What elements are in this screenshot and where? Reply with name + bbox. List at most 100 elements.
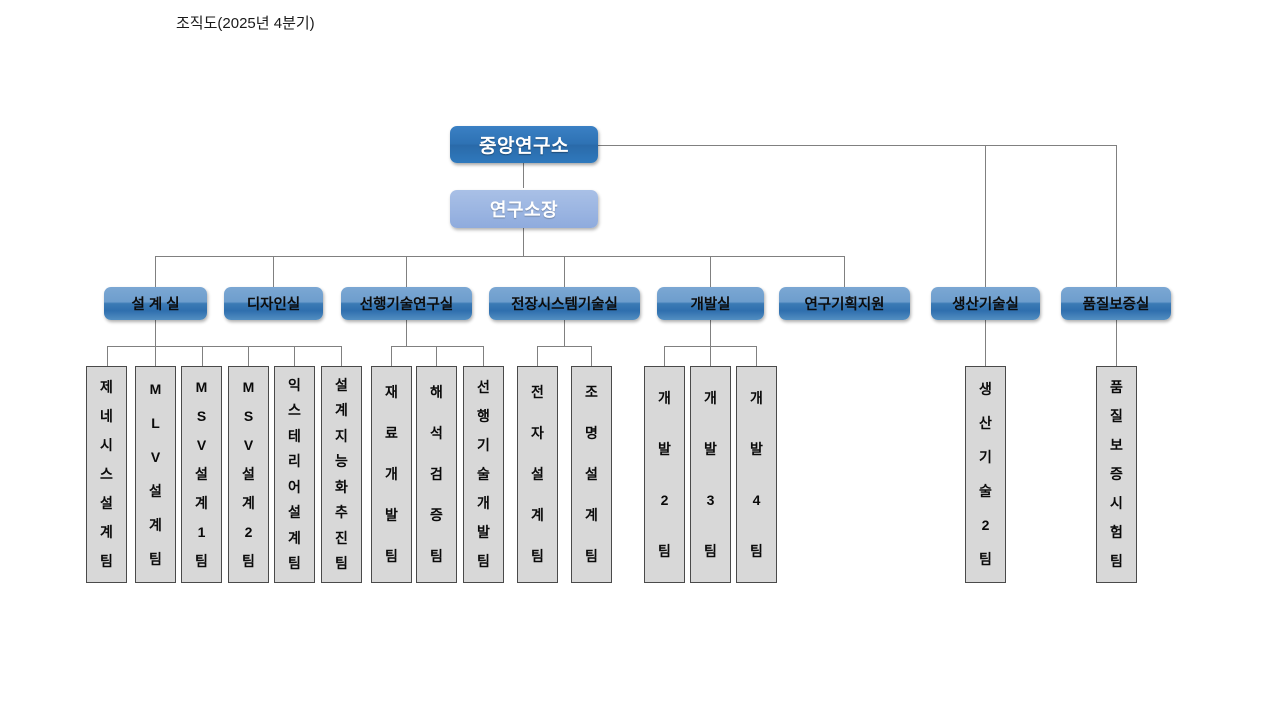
connector-quality-stem [1116, 320, 1117, 366]
node-dept-devlab[interactable]: 개발실 [657, 287, 764, 320]
team-label-char: 1 [197, 524, 206, 541]
team-label-char: 지 [335, 427, 348, 444]
team-label-char: 팀 [585, 547, 598, 564]
team-label-char: 팀 [385, 547, 398, 564]
node-dept-advtech[interactable]: 선행기술연구실 [341, 287, 472, 320]
connector-elecsys-leg-1 [537, 346, 538, 366]
node-dept-design[interactable]: 설 계 실 [104, 287, 207, 320]
team-label-char: 험 [1110, 524, 1123, 541]
team-label-char: 스 [100, 465, 113, 482]
team-label-char: 개 [750, 389, 763, 406]
connector-dept-leg-devlab [710, 256, 711, 287]
team-label-char: 계 [100, 524, 113, 541]
team-label-char: 검 [430, 465, 443, 482]
connector-design-leg-5 [294, 346, 295, 366]
team-label-char: 해 [430, 384, 443, 401]
connector-head-to-deptbus [523, 228, 524, 256]
team-label-char: 석 [430, 425, 443, 442]
team-label-char: 발 [658, 440, 671, 457]
node-dept-designlab[interactable]: 디자인실 [224, 287, 323, 320]
connector-design-leg-6 [341, 346, 342, 366]
team-label-char: 팀 [149, 551, 162, 567]
connector-design-leg-4 [248, 346, 249, 366]
team-label-char: V [243, 436, 254, 453]
team-label-char: 팀 [979, 551, 992, 567]
team-label-char: V [150, 449, 161, 465]
connector-root-to-head [523, 163, 524, 188]
connector-planning-bus [710, 256, 844, 257]
team-label-char: 팀 [658, 542, 671, 559]
team-label-char: 화 [335, 478, 348, 495]
team-label-char: 설 [335, 376, 348, 393]
team-label-char: 개 [658, 389, 671, 406]
connector-design-leg-3 [202, 346, 203, 366]
connector-devlab-stem [710, 320, 711, 346]
connector-devlab-leg-3 [756, 346, 757, 366]
team-label-char: 개 [477, 495, 490, 512]
team-label-char: 진 [335, 529, 348, 546]
team-label-char: 팀 [750, 542, 763, 559]
team-label-char: 어 [288, 478, 301, 495]
team-label-char: 발 [385, 506, 398, 523]
team-label-char: 증 [430, 506, 443, 523]
node-dept-planning[interactable]: 연구기획지원 [779, 287, 910, 320]
node-head-director[interactable]: 연구소장 [450, 190, 598, 228]
team-label-char: 보 [1110, 436, 1123, 453]
team-label-char: 개 [704, 389, 717, 406]
team-label-char: 2 [660, 491, 669, 508]
connector-root-right-bus [598, 145, 1116, 146]
team-label-char: L [151, 415, 160, 431]
team-label-char: 술 [477, 465, 490, 482]
connector-advtech-leg-1 [391, 346, 392, 366]
team-label-char: 팀 [242, 553, 255, 570]
node-dept-elecsys[interactable]: 전장시스템기술실 [489, 287, 640, 320]
team-label-char: 질 [1110, 407, 1123, 424]
team-label-char: M [149, 381, 162, 397]
connector-devlab-leg-2 [710, 346, 711, 366]
node-dept-quality[interactable]: 품질보증실 [1061, 287, 1171, 320]
team-label-char: 전 [531, 384, 544, 401]
team-label-char: 팀 [531, 547, 544, 564]
connector-prodtech-stem [985, 320, 986, 366]
connector-leg-quality [1116, 145, 1117, 287]
node-dept-prodtech[interactable]: 생산기술실 [931, 287, 1040, 320]
team-label-char: 조 [585, 384, 598, 401]
team-label-char: 시 [1110, 495, 1123, 512]
connector-leg-prodtech [985, 145, 986, 287]
connector-dept-leg-elecsys [564, 256, 565, 287]
team-label-char: 명 [585, 425, 598, 442]
connector-advtech-leg-2 [436, 346, 437, 366]
team-label-char: S [243, 407, 254, 424]
team-label-char: 기 [477, 436, 490, 453]
team-label-char: 산 [979, 415, 992, 431]
team-label-char: 제 [100, 378, 113, 395]
team-label-char: 추 [335, 504, 348, 521]
team-label-char: 팀 [288, 555, 301, 572]
team-label-char: 자 [531, 425, 544, 442]
team-label-char: 설 [531, 465, 544, 482]
team-label-char: 4 [752, 491, 761, 508]
connector-dept-bus [155, 256, 711, 257]
node-root-center[interactable]: 중앙연구소 [450, 126, 598, 163]
team-label-char: 네 [100, 407, 113, 424]
team-label-char: 익 [288, 376, 301, 393]
connector-advtech-leg-3 [483, 346, 484, 366]
team-label-char: 재 [385, 384, 398, 401]
team-label-char: 설 [288, 504, 301, 521]
